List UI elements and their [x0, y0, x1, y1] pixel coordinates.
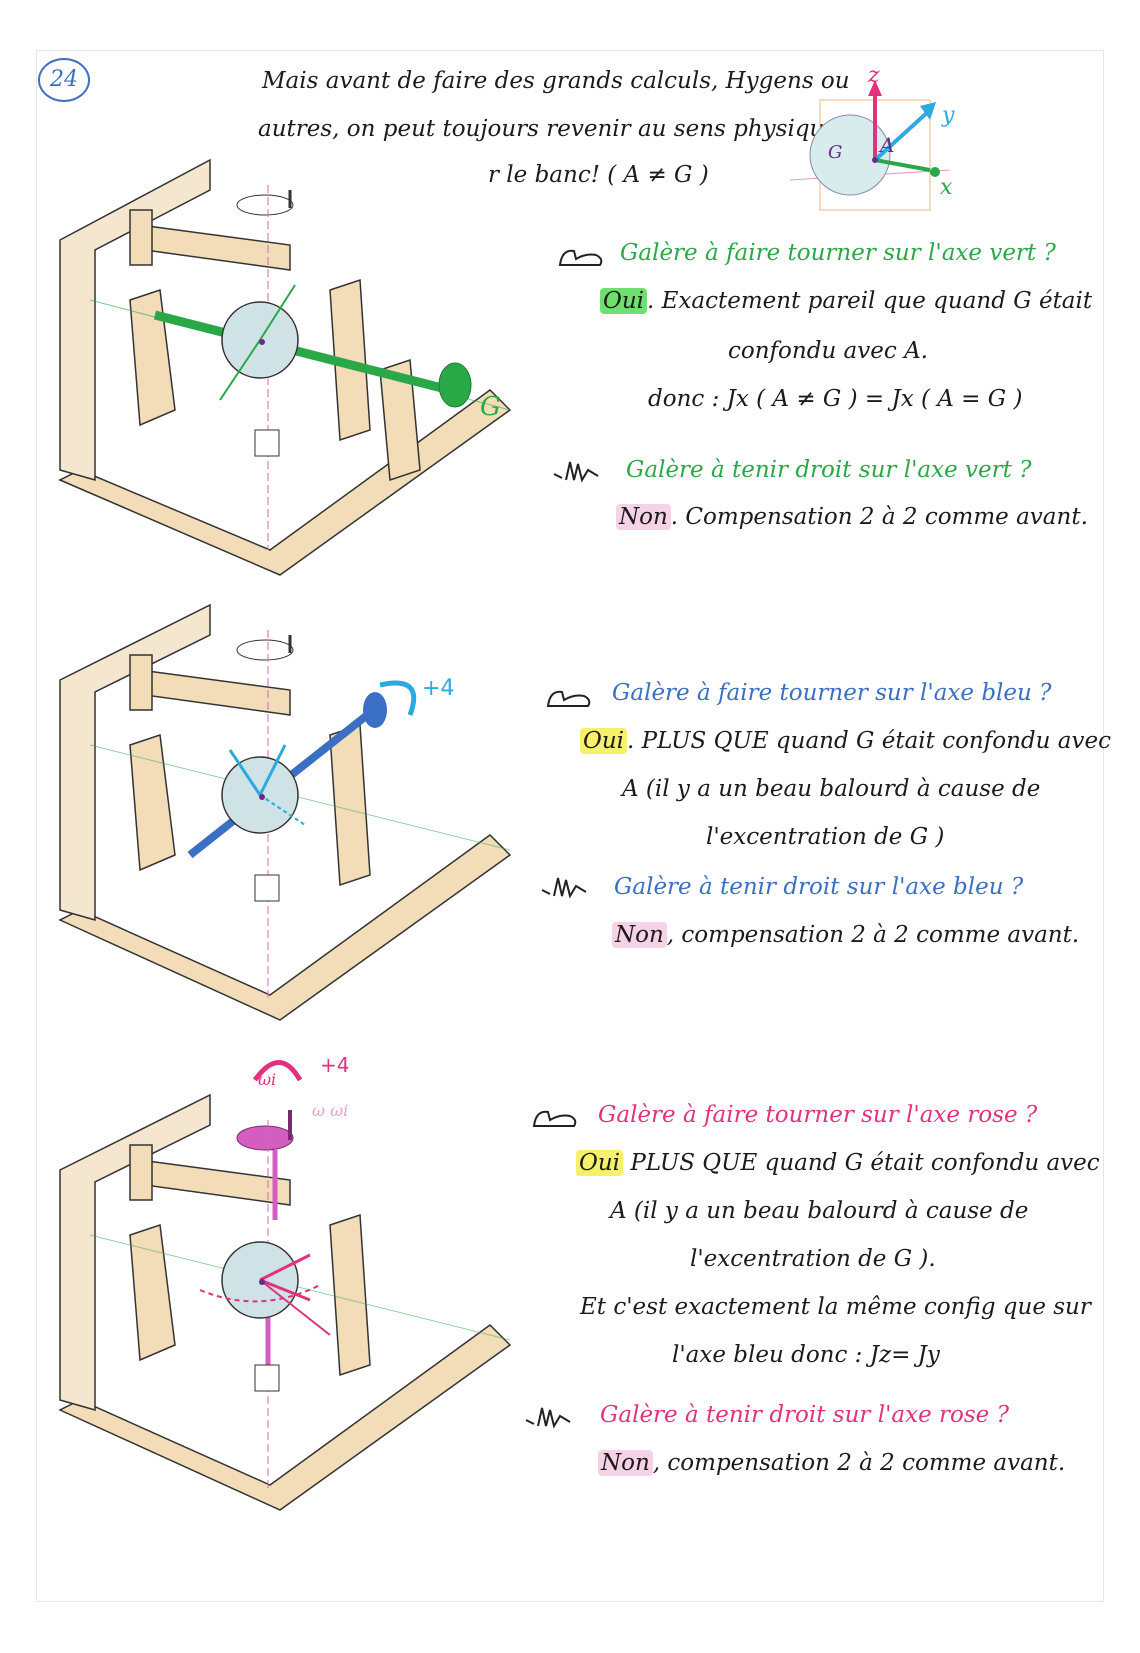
flex-arm-icon [558, 249, 603, 266]
axis-y-label: y [941, 103, 955, 128]
green-answer-1-rest: . Exactement pareil que quand G était [647, 288, 1093, 314]
axis-x-label: x [940, 175, 953, 200]
page-frame [36, 50, 1104, 1602]
hold-hand-icon [525, 1407, 571, 1429]
pink-question-2: Galère à tenir droit sur l'axe rose ? [600, 1402, 1009, 1428]
blue-answer-1-highlight: Oui [580, 728, 628, 754]
blue-answer-2-rest: , compensation 2 à 2 comme avant. [666, 922, 1080, 948]
pink-answer-1-rest: PLUS QUE quand G était confondu avec [623, 1150, 1100, 1176]
green-question-1: Galère à faire tourner sur l'axe vert ? [620, 240, 1056, 266]
blue-answer-1-rest: . PLUS QUE quand G était confondu avec [627, 728, 1111, 754]
blue-answer-1: Oui. PLUS QUE quand G était confondu ave… [580, 728, 1111, 754]
blue-answer-1-line3: l'excentration de G ) [706, 824, 945, 850]
hold-hand-icon [541, 877, 587, 899]
point-a-label: A [878, 133, 894, 157]
pink-answer-1-line5: l'axe bleu donc : Jz= Jy [672, 1342, 940, 1368]
green-answer-1: Oui. Exactement pareil que quand G était [600, 288, 1092, 314]
flex-arm-icon [546, 690, 591, 707]
green-question-2: Galère à tenir droit sur l'axe vert ? [626, 457, 1032, 483]
green-answer-1-highlight: Oui [600, 288, 648, 314]
flex-arm-icon [532, 1110, 577, 1127]
blue-answer-2: Non, compensation 2 à 2 comme avant. [612, 922, 1079, 948]
axis-z-label: z [867, 63, 880, 88]
point-g-label: G [828, 142, 842, 163]
green-answer-1-line2: confondu avec A. [728, 338, 928, 364]
pink-answer-1-line2: A (il y a un beau balourd à cause de [610, 1198, 1029, 1224]
green-answer-2: Non. Compensation 2 à 2 comme avant. [616, 504, 1088, 530]
pink-omega2-label: ω ωi [312, 1101, 348, 1120]
green-answer-2-rest: . Compensation 2 à 2 comme avant. [670, 504, 1088, 530]
intro-line-2: autres, on peut toujours revenir au sens… [258, 116, 846, 142]
blue-question-2: Galère à tenir droit sur l'axe bleu ? [614, 874, 1024, 900]
intro-line-1: Mais avant de faire des grands calculs, … [262, 68, 850, 94]
pink-answer-1-line3: l'excentration de G ). [690, 1246, 936, 1272]
pink-answer-1-highlight: Oui [576, 1150, 624, 1176]
blue-plus-label: +4 [422, 676, 454, 701]
blue-question-1: Galère à faire tourner sur l'axe bleu ? [612, 680, 1052, 706]
bench-sketch-blue: +4 [58, 603, 512, 1021]
intro-line-3: r le banc! ( A ≠ G ) [488, 162, 709, 188]
axes-legend-sketch: z y x G A [789, 63, 955, 211]
pink-answer-2-rest: , compensation 2 à 2 comme avant. [652, 1450, 1066, 1476]
green-answer-1-line3: donc : Jx ( A ≠ G ) = Jx ( A = G ) [648, 386, 1023, 412]
hold-hand-icon [553, 461, 599, 483]
pink-question-1: Galère à faire tourner sur l'axe rose ? [598, 1102, 1038, 1128]
green-g-label: G [480, 392, 501, 422]
page-number: 24 [38, 58, 90, 102]
green-answer-2-highlight: Non [616, 504, 671, 530]
pink-answer-1: Oui PLUS QUE quand G était confondu avec [576, 1150, 1100, 1176]
bench-sketch-green: G [58, 158, 512, 576]
pink-answer-2-highlight: Non [598, 1450, 653, 1476]
pink-plus-label: +4 [320, 1053, 349, 1077]
pink-answer-1-line4: Et c'est exactement la même config que s… [580, 1294, 1091, 1320]
bench-sketch-pink: ωi +4 ω ωi [58, 1053, 512, 1511]
blue-answer-2-highlight: Non [612, 922, 667, 948]
pink-omega-label: ωi [258, 1070, 276, 1089]
blue-answer-1-line2: A (il y a un beau balourd à cause de [622, 776, 1041, 802]
pink-answer-2: Non, compensation 2 à 2 comme avant. [598, 1450, 1065, 1476]
